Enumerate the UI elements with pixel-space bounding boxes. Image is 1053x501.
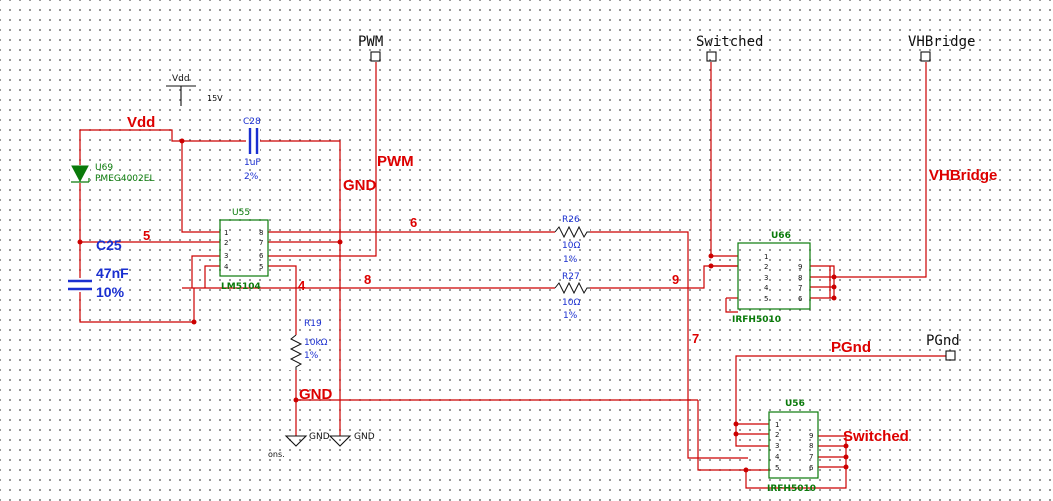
u56-part: IRFH5010 [767, 484, 816, 494]
u55-pin: 7 [259, 239, 263, 247]
port-switched-label: Switched [696, 34, 763, 50]
u55-pin: 6 [259, 252, 264, 260]
resistor-r19[interactable]: R19 10kΩ 1% [289, 319, 328, 370]
diode-u69[interactable]: U69 PMEG4002EL [70, 163, 154, 184]
port-pwm-label: PWM [358, 34, 383, 50]
r26-ref: R26 [562, 215, 580, 225]
r26-tolerance: 1% [563, 255, 578, 265]
u66-pin: 1 [764, 253, 768, 261]
port-switched[interactable]: Switched [696, 34, 763, 62]
net-label-7: 7 [692, 331, 699, 346]
c25-ref: C25 [96, 237, 122, 253]
u56-pin: 4 [775, 453, 780, 461]
ground-1-label: GND [309, 432, 330, 442]
u55-pin: 4 [224, 263, 229, 271]
c28-tolerance: 2% [244, 172, 259, 182]
net-label-pgnd: PGnd [831, 339, 871, 356]
net-label-4: 4 [298, 278, 306, 293]
port-vhbridge-label: VHBridge [908, 34, 975, 50]
wires [79, 62, 946, 489]
u66-part: IRFH5010 [732, 315, 781, 325]
capacitor-c28[interactable]: C28 1uF 2% [243, 117, 261, 182]
u66-pin: 8 [798, 274, 802, 282]
r27-ref: R27 [562, 272, 580, 282]
u56-pin: 6 [809, 464, 814, 472]
u69-part: PMEG4002EL [95, 174, 154, 184]
u66-pin: 9 [798, 263, 802, 271]
c28-value: 1uF [244, 158, 261, 168]
port-pgnd[interactable]: PGnd [926, 333, 960, 361]
port-pgnd-label: PGnd [926, 333, 960, 349]
u69-ref: U69 [95, 163, 113, 173]
u56-pin: 8 [809, 442, 813, 450]
c28-ref: C28 [243, 117, 261, 127]
capacitor-c25[interactable]: C25 47nF 10% [66, 237, 129, 300]
mosfet-u56-irfh5010[interactable]: U56 IRFH5010 1 2 3 4 5 9 8 7 6 [767, 399, 819, 494]
u66-pin: 7 [798, 284, 802, 292]
u55-ref: U55 [232, 208, 250, 218]
net-label-gnd-top: GND [343, 177, 377, 194]
r27-tolerance: 1% [563, 311, 578, 321]
ground-symbol-2[interactable]: GND [328, 432, 375, 447]
u66-pin: 6 [798, 295, 803, 303]
net-label-8: 8 [364, 272, 371, 287]
junctions [77, 138, 849, 473]
u56-pin: 1 [775, 421, 779, 429]
net-label-pwm: PWM [377, 153, 414, 170]
vdd-supply-symbol[interactable]: Vdd 15V [166, 74, 223, 106]
u56-pin: 2 [775, 431, 779, 439]
net-labels: Vdd PWM GND VHBridge 5 6 4 8 9 7 GND PGn… [127, 114, 997, 445]
port-vhbridge[interactable]: VHBridge [908, 34, 975, 62]
vdd-supply-label: Vdd [172, 74, 190, 84]
r19-ref: R19 [304, 319, 322, 329]
r19-tolerance: 1% [304, 351, 319, 361]
mosfet-u66-irfh5010[interactable]: U66 IRFH5010 1 2 3 4 5 9 8 7 6 [732, 231, 811, 325]
u56-pin: 7 [809, 453, 813, 461]
u56-pin: 3 [775, 442, 779, 450]
u56-pin: 9 [809, 432, 813, 440]
net-label-9: 9 [672, 272, 679, 287]
net-label-6: 6 [410, 215, 417, 230]
port-pwm[interactable]: PWM [358, 34, 383, 62]
u55-pin: 5 [259, 263, 263, 271]
r19-value: 10kΩ [304, 338, 328, 348]
resistor-r26[interactable]: R26 10Ω 1% [554, 215, 590, 265]
u56-ref: U56 [785, 399, 805, 409]
u56-pin: 5 [775, 464, 779, 472]
c25-value: 47nF [96, 265, 129, 281]
net-label-switched: Switched [843, 428, 909, 445]
resistor-r27[interactable]: R27 10Ω 1% [554, 272, 590, 321]
r27-value: 10Ω [562, 298, 580, 308]
u55-pin: 2 [224, 239, 228, 247]
ic-u55-lm5104[interactable]: U55 LM5104 1 2 3 4 8 7 6 5 [219, 208, 269, 292]
u66-pin: 3 [764, 274, 768, 282]
r26-value: 10Ω [562, 241, 580, 251]
ground-symbol-1[interactable]: GND [284, 432, 330, 447]
u55-pin: 8 [259, 229, 263, 237]
net-label-5: 5 [143, 228, 150, 243]
net-label-vdd: Vdd [127, 114, 155, 131]
u66-pin: 5 [764, 295, 768, 303]
u66-pin: 2 [764, 263, 768, 271]
net-label-gnd-bottom: GND [299, 386, 333, 403]
net-label-vhbridge: VHBridge [929, 167, 997, 184]
vdd-supply-voltage: 15V [207, 94, 223, 103]
truncated-text: ons. [268, 450, 285, 459]
c25-tolerance: 10% [96, 284, 125, 300]
ground-2-label: GND [354, 432, 375, 442]
u66-pin: 4 [764, 284, 769, 292]
u55-pin: 1 [224, 229, 228, 237]
u55-part: LM5104 [221, 282, 261, 292]
u66-ref: U66 [771, 231, 791, 241]
u55-pin: 3 [224, 252, 228, 260]
